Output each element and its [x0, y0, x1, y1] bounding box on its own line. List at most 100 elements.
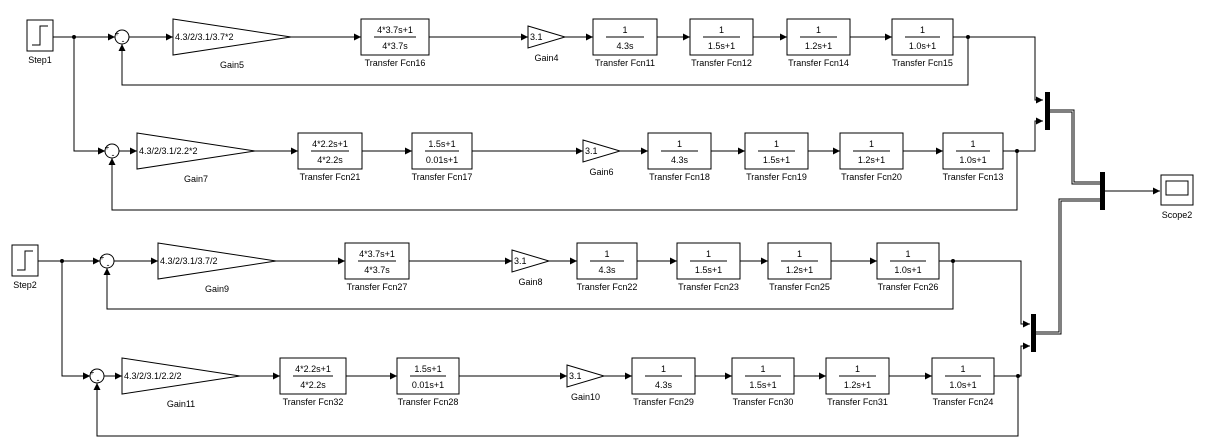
mux-block[interactable]: [1045, 92, 1050, 130]
signal-line: [61, 261, 90, 380]
step-block[interactable]: Step2: [11, 244, 39, 290]
gain-triangle: [527, 25, 567, 49]
tf-denominator: 0.01s+1: [426, 155, 458, 165]
block-label: Transfer Fcn17: [412, 172, 473, 182]
tf-numerator: 1: [920, 25, 925, 35]
block-label: Transfer Fcn14: [788, 58, 849, 68]
tf-numerator: 1: [661, 364, 666, 374]
gain-triangle: [136, 132, 256, 170]
tf-numerator: 1: [960, 364, 965, 374]
signal-lines: [38, 33, 1160, 437]
gain-value: 3.1: [514, 256, 527, 266]
block-label: Gain6: [589, 167, 613, 177]
mux-block[interactable]: [1100, 172, 1105, 210]
block-label: Gain10: [571, 392, 600, 402]
tf-denominator: 4*2.2s: [317, 155, 343, 165]
sum-block[interactable]: +-: [114, 29, 130, 46]
tf-denominator: 4.3s: [671, 155, 689, 165]
tf-numerator: 1: [760, 364, 765, 374]
gain-value: 4.3/2/3.1/2.2/2: [124, 371, 182, 381]
block-label: Gain9: [205, 284, 229, 294]
tf-denominator: 4.3s: [616, 41, 634, 51]
gain-triangle: [121, 357, 241, 395]
tf-numerator: 4*3.7s+1: [359, 249, 395, 259]
sum-block[interactable]: +-: [104, 143, 120, 160]
step-block[interactable]: Step1: [26, 19, 54, 65]
scope-block[interactable]: Scope2: [1160, 174, 1194, 220]
tf-denominator: 4*2.2s: [300, 380, 326, 390]
step-box: [26, 19, 54, 52]
tf-numerator: 1: [970, 139, 975, 149]
block-label: Transfer Fcn29: [633, 397, 694, 407]
block-label: Transfer Fcn13: [943, 172, 1004, 182]
signal-line: [108, 151, 1018, 211]
signal-line: [968, 36, 1043, 104]
step-icon: [32, 25, 48, 46]
block-label: Transfer Fcn31: [827, 397, 888, 407]
block-label: Scope2: [1162, 210, 1193, 220]
tf-denominator: 1.0s+1: [959, 155, 986, 165]
tf-denominator: 1.5s+1: [749, 380, 776, 390]
block-label: Transfer Fcn15: [892, 58, 953, 68]
sum-sign-minus: -: [97, 375, 100, 385]
bus-line: [1036, 198, 1100, 335]
bus-line-inner: [1036, 199, 1100, 334]
tf-denominator: 1.2s+1: [786, 265, 813, 275]
sum-block[interactable]: +-: [99, 253, 115, 270]
tf-denominator: 1.0s+1: [909, 41, 936, 51]
gain-value: 4.3/2/3.1/2.2*2: [139, 146, 198, 156]
block-label: Step1: [28, 55, 52, 65]
mux-block[interactable]: [1031, 314, 1036, 352]
tf-denominator: 1.5s+1: [695, 265, 722, 275]
block-label: Transfer Fcn32: [283, 397, 344, 407]
tf-numerator: 1.5s+1: [428, 139, 455, 149]
block-label: Gain8: [518, 277, 542, 287]
tf-numerator: 1: [677, 139, 682, 149]
gain-value: 3.1: [585, 146, 598, 156]
tf-denominator: 1.0s+1: [949, 380, 976, 390]
sum-block[interactable]: +-: [89, 368, 105, 385]
block-label: Gain4: [534, 53, 558, 63]
block-label: Transfer Fcn27: [347, 282, 408, 292]
signal-line: [1017, 117, 1043, 152]
tf-denominator: 1.2s+1: [844, 380, 871, 390]
tf-denominator: 4*3.7s: [364, 265, 390, 275]
tf-denominator: 4*3.7s: [382, 41, 408, 51]
tf-numerator: 1: [719, 25, 724, 35]
tf-denominator: 1.5s+1: [763, 155, 790, 165]
tf-denominator: 1.2s+1: [858, 155, 885, 165]
tf-numerator: 1: [869, 139, 874, 149]
block-label: Gain5: [220, 60, 244, 70]
tf-numerator: 1: [797, 249, 802, 259]
